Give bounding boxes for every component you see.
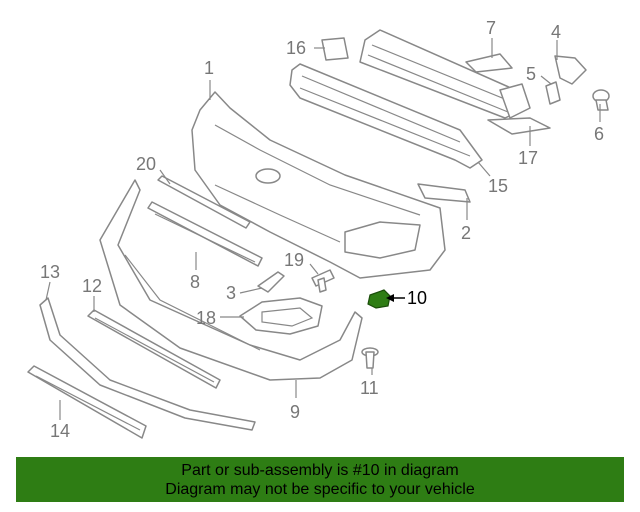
callout-14: 14	[50, 421, 70, 441]
callout-labels: 1 2 3 4 5 6 7 8 9 10 11 12 13 14 15 16 1…	[40, 18, 604, 441]
part-13-spoiler	[39, 297, 256, 431]
callout-20: 20	[136, 154, 156, 174]
part-20-strip	[157, 175, 251, 229]
callout-6: 6	[594, 124, 604, 144]
callout-8: 8	[190, 272, 200, 292]
callout-3: 3	[226, 283, 236, 303]
callout-1: 1	[204, 58, 214, 78]
callout-10: 10	[407, 288, 427, 308]
banner-line-2: Diagram may not be specific to your vehi…	[165, 480, 475, 498]
part-9-lower-cover	[99, 179, 363, 381]
callout-4: 4	[551, 22, 561, 42]
part-11-screw	[361, 347, 379, 369]
callout-9: 9	[290, 402, 300, 422]
bumper-exploded-diagram: 1 2 3 4 5 6 7 8 9 10 11 12 13 14 15 16 1…	[27, 18, 610, 441]
part-2-molding	[417, 183, 471, 203]
part-16-plate	[321, 37, 349, 61]
part-4-bracket	[554, 55, 587, 85]
leader-lines	[45, 38, 601, 420]
part-1-bumper-cover	[191, 91, 446, 279]
callout-7: 7	[486, 18, 496, 38]
part-19-bolt	[311, 269, 335, 293]
notice-banner: Part or sub-assembly is #10 in diagram D…	[16, 457, 624, 502]
callout-2: 2	[461, 223, 471, 243]
part-17-bracket	[487, 117, 551, 135]
part-18-fog-bezel	[239, 297, 323, 335]
callout-19: 19	[284, 250, 304, 270]
callout-5: 5	[526, 64, 536, 84]
callout-13: 13	[40, 262, 60, 282]
callout-12: 12	[82, 276, 102, 296]
part-reinforcement-beam	[359, 29, 531, 119]
part-6-bolt	[592, 89, 610, 111]
banner-line-1: Part or sub-assembly is #10 in diagram	[181, 461, 459, 479]
callout-17: 17	[518, 148, 538, 168]
part-14-strip	[27, 365, 147, 439]
part-5-clip	[545, 81, 561, 105]
callout-11: 11	[360, 378, 379, 398]
part-8-strip	[147, 201, 263, 267]
part-7-bracket	[465, 53, 513, 73]
callout-16: 16	[286, 38, 306, 58]
part-12-strip	[87, 309, 221, 389]
part-15-absorber	[289, 63, 483, 169]
callout-18: 18	[196, 308, 216, 328]
part-3-clip	[257, 271, 285, 293]
part-10-bracket	[367, 289, 391, 309]
callout-15: 15	[488, 176, 508, 196]
